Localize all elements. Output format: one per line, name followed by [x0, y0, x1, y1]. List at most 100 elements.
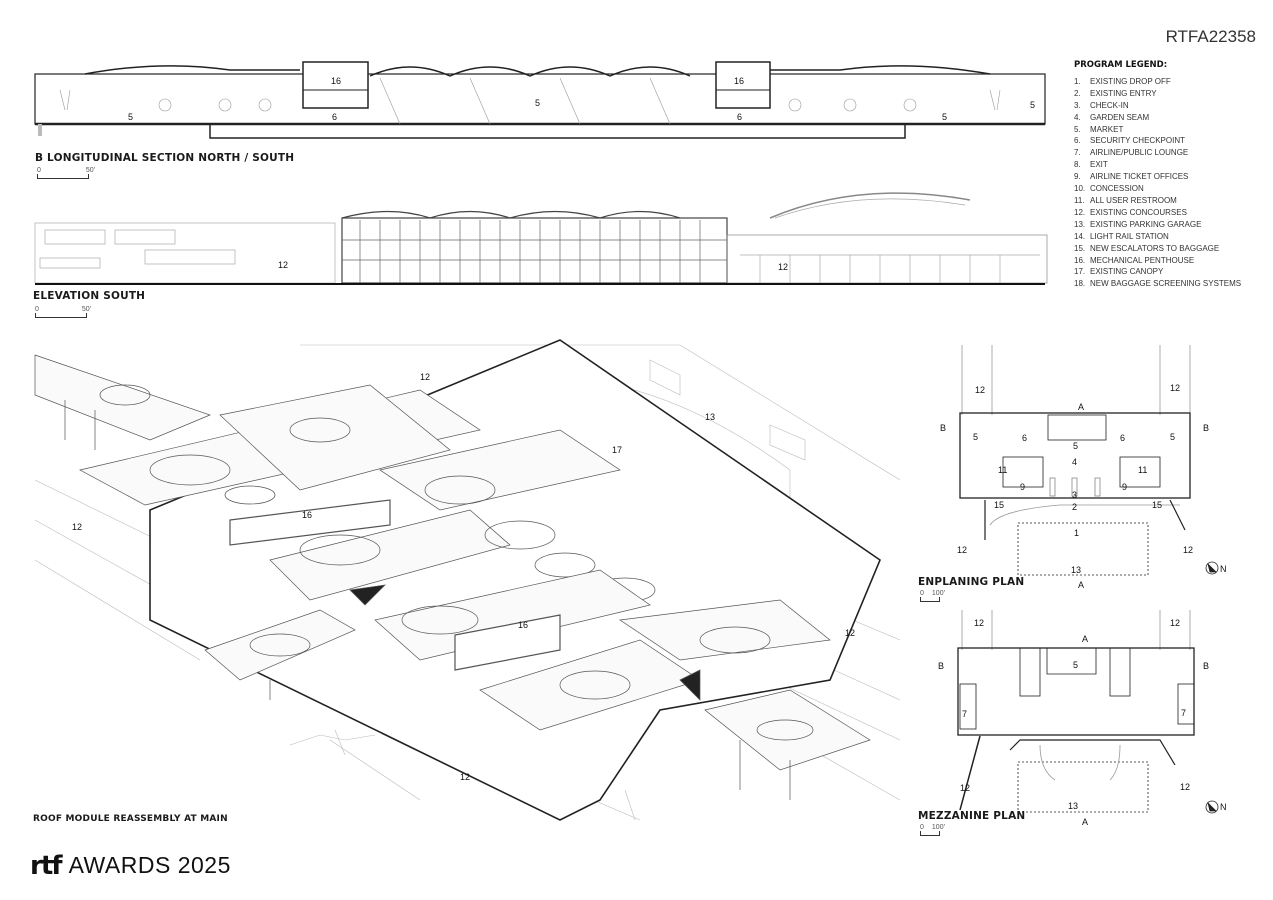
legend-item: 16. MECHANICAL PENTHOUSE	[1074, 255, 1241, 267]
section-label: 6	[737, 112, 742, 122]
south-elevation	[34, 192, 1048, 285]
scale-zero: 0	[920, 590, 924, 597]
section-labels: 5 16 6 5 6 16 5 5	[128, 76, 1035, 122]
plan-label: 12	[1183, 545, 1193, 555]
axon-labels: 12 13 17 12 16 16 12 12	[72, 372, 855, 782]
section-marker: A	[1082, 817, 1088, 827]
legend-item: 5. MARKET	[1074, 124, 1241, 136]
elevation-labels: 12 12	[278, 260, 788, 272]
legend-label: EXISTING PARKING GARAGE	[1090, 219, 1202, 229]
legend-label: EXISTING ENTRY	[1090, 88, 1157, 98]
section-label: 5	[128, 112, 133, 122]
scale-zero: 0	[920, 824, 924, 831]
rtf-logo-mark: rtf	[30, 850, 63, 881]
plan-label: 13	[1071, 565, 1081, 575]
legend-number: 18.	[1074, 279, 1086, 289]
legend-label: EXIT	[1090, 160, 1108, 170]
plan-label: 5	[973, 432, 978, 442]
elevation-title: ELEVATION SOUTH	[33, 290, 146, 302]
plan-label: 12	[1170, 383, 1180, 393]
legend-number: 11.	[1074, 195, 1085, 205]
axon-label: 16	[302, 510, 312, 520]
legend-number: 7.	[1074, 148, 1081, 158]
section-title: B LONGITUDINAL SECTION NORTH / SOUTH	[35, 152, 295, 164]
legend-number: 1.	[1074, 76, 1081, 86]
legend-label: EXISTING CANOPY	[1090, 267, 1164, 277]
plan-label: 12	[957, 545, 967, 555]
section-label: 5	[1030, 100, 1035, 110]
axon-label: 16	[518, 620, 528, 630]
legend-number: 12.	[1074, 207, 1086, 217]
legend-label: SECURITY CHECKPOINT	[1090, 136, 1185, 146]
legend-label: EXISTING CONCOURSES	[1090, 207, 1187, 217]
scale-zero: 0	[37, 167, 41, 174]
plan-label: 12	[1180, 782, 1190, 792]
section-marker: B	[1203, 661, 1209, 671]
section-marker: A	[1082, 634, 1088, 644]
legend-label: MECHANICAL PENTHOUSE	[1090, 255, 1195, 265]
legend-label: MARKET	[1090, 124, 1124, 134]
scale-end: 50'	[81, 306, 91, 313]
legend-label: AIRLINE TICKET OFFICES	[1090, 172, 1189, 182]
legend-number: 5.	[1074, 124, 1081, 134]
mezzanine-plan	[957, 610, 1219, 814]
enplaning-plan	[959, 345, 1219, 576]
axon-title: ROOF MODULE REASSEMBLY AT MAIN	[33, 814, 228, 824]
north-arrow-label: N	[1220, 564, 1227, 574]
section-label: 5	[942, 112, 947, 122]
section-marker: B	[1203, 423, 1209, 433]
plan-label: 5	[1170, 432, 1175, 442]
plan-label: 1	[1074, 528, 1079, 538]
plan-label: 4	[1072, 457, 1077, 467]
plan-label: 12	[974, 618, 984, 628]
axon-label: 13	[705, 412, 715, 422]
legend-number: 8.	[1074, 160, 1081, 170]
legend-number: 13.	[1074, 219, 1086, 229]
scale-bar	[37, 174, 89, 179]
plan-label: 12	[960, 783, 970, 793]
legend-label: LIGHT RAIL STATION	[1090, 231, 1169, 241]
plan-label: 11	[1138, 465, 1147, 475]
elevation-label: 12	[778, 262, 788, 272]
plan-label: 13	[1068, 801, 1078, 811]
section-label: 5	[535, 98, 540, 108]
legend-number: 16.	[1074, 255, 1086, 265]
legend-number: 3.	[1074, 100, 1081, 110]
axon-label: 12	[460, 772, 470, 782]
north-arrow-label: N	[1220, 802, 1227, 812]
legend-label: AIRLINE/PUBLIC LOUNGE	[1090, 148, 1189, 158]
enplaning-labels: 12 12 5 6 5 6 5 4 11 11 9 9 3 2 15 15 1 …	[940, 383, 1227, 590]
legend-item: 4.GARDEN SEAM	[1074, 112, 1241, 124]
axon-label: 17	[612, 445, 622, 455]
plan-label: 9	[1122, 482, 1127, 492]
legend-item: 2.EXISTING ENTRY	[1074, 88, 1241, 100]
section-marker: B	[938, 661, 944, 671]
legend-item: 1. EXISTING DROP OFF	[1074, 76, 1241, 88]
plan-label: 9	[1020, 482, 1025, 492]
section-label: 16	[734, 76, 744, 86]
plan-label: 15	[994, 500, 1004, 510]
legend-label: NEW BAGGAGE SCREENING SYSTEMS	[1090, 279, 1242, 289]
plan-label: 15	[1152, 500, 1162, 510]
axon-label: 12	[72, 522, 82, 532]
plan-label: 2	[1072, 502, 1077, 512]
plan-label: 12	[1170, 618, 1180, 628]
plan-label: 7	[1181, 708, 1186, 718]
legend-label: EXISTING DROP OFF	[1090, 76, 1171, 86]
axon-label: 12	[845, 628, 855, 638]
legend-label: GARDEN SEAM	[1090, 112, 1150, 122]
section-label: 16	[331, 76, 341, 86]
elevation-label: 12	[278, 260, 288, 270]
plan-label: 12	[975, 385, 985, 395]
legend-number: 17.	[1074, 267, 1086, 277]
section-marker: A	[1078, 580, 1084, 590]
scale-bar	[35, 313, 87, 318]
legend-item: 17. EXISTING CANOPY	[1074, 266, 1241, 278]
awards-year: AWARDS 2025	[68, 852, 231, 878]
